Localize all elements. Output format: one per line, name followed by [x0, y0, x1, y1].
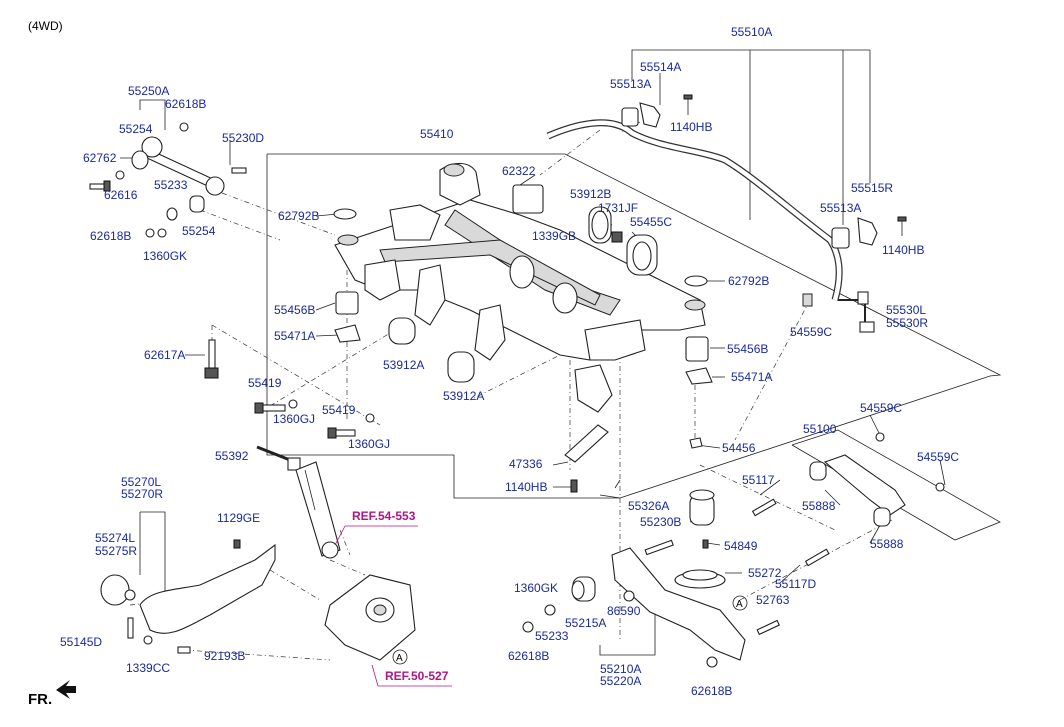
part-label: 55210A — [600, 662, 641, 676]
part-label: 55272 — [748, 566, 782, 580]
part-label: 55230D — [222, 131, 264, 145]
part-label: 1360GK — [514, 581, 558, 595]
part-label: 55392 — [215, 449, 249, 463]
trailing-arm — [100, 539, 276, 654]
part-label: 1360GK — [143, 249, 187, 263]
labels: (4WD) 55250A 62618B 55254 55230D 62762 6… — [28, 19, 959, 708]
part-label: 55513A — [820, 201, 861, 215]
front-arrow-icon — [56, 680, 76, 699]
part-label: 55514A — [640, 60, 681, 74]
lateral-link-55100 — [751, 432, 945, 567]
variant-label: (4WD) — [28, 19, 63, 33]
part-label: 62762 — [83, 151, 117, 165]
rear-subframe — [334, 162, 706, 413]
part-label: 55419 — [322, 403, 356, 417]
part-label: 1140HB — [505, 480, 547, 494]
shock-absorber — [256, 445, 341, 559]
part-label: 53912B — [570, 187, 611, 201]
upper-arm-55250A — [89, 122, 247, 238]
part-label: 86590 — [607, 604, 641, 618]
part-label: 54559C — [790, 325, 832, 339]
part-label: 55510A — [731, 25, 772, 39]
part-label: 55888 — [802, 499, 836, 513]
part-label: 55515R — [851, 181, 893, 195]
part-label: 62618B — [691, 684, 732, 698]
part-label: 54456 — [722, 441, 756, 455]
part-label: 62618B — [508, 649, 549, 663]
part-label: 55513A — [610, 77, 651, 91]
part-label: 55274L — [95, 531, 135, 545]
knuckle — [324, 574, 416, 661]
part-label: 54849 — [724, 539, 758, 553]
part-label: 47336 — [509, 457, 543, 471]
part-label: 1731JF — [598, 201, 638, 215]
part-label: 54559C — [917, 450, 959, 464]
part-label: 55419 — [248, 376, 282, 390]
part-label: 55471A — [274, 329, 315, 343]
part-label: 1339CC — [126, 661, 170, 675]
part-label: 55250A — [128, 84, 169, 98]
part-label: 55410 — [420, 127, 454, 141]
part-label: 55530R — [886, 316, 928, 330]
part-label: 55888 — [870, 537, 904, 551]
part-label: 1360GJ — [273, 412, 315, 426]
part-label: 1339GB — [532, 229, 576, 243]
part-label: 62618B — [165, 97, 206, 111]
part-label: 92193B — [204, 649, 245, 663]
part-label: 55233 — [535, 629, 569, 643]
front-direction-label: FR. — [28, 691, 52, 708]
part-label: 55471A — [731, 370, 772, 384]
part-label: 55456B — [727, 342, 768, 356]
part-label: 1140HB — [882, 243, 924, 257]
part-label: 1129GE — [217, 511, 260, 525]
part-label: 53912A — [443, 389, 484, 403]
part-label: 55233 — [154, 178, 188, 192]
part-label: 53912A — [383, 358, 424, 372]
part-label: 55326A — [628, 499, 669, 513]
part-label: 55275R — [95, 544, 137, 558]
circle-marker-a: A — [396, 653, 403, 664]
part-label: 62792B — [278, 209, 319, 223]
part-label: 1360GJ — [348, 437, 390, 451]
part-label: 55270L — [121, 475, 161, 489]
ref-label-bottom[interactable]: REF.50-527 — [385, 669, 449, 683]
stabilizer-link — [802, 291, 875, 333]
stabilizer-bar — [546, 94, 907, 301]
part-label: 55270R — [121, 487, 163, 501]
part-label: 55254 — [119, 122, 153, 136]
part-label: 55254 — [182, 224, 216, 238]
lower-arm-55210A — [522, 489, 780, 668]
subframe-bolts — [204, 339, 375, 439]
part-label: 62792B — [728, 274, 769, 288]
part-label: 55456B — [274, 303, 315, 317]
part-label: 55220A — [600, 674, 641, 688]
part-label: 55530L — [886, 303, 926, 317]
part-label: 54559C — [860, 401, 902, 415]
bracket-47336 — [564, 424, 609, 493]
part-label: 1140HB — [670, 120, 712, 134]
part-label: 55215A — [565, 616, 606, 630]
part-label: 55117D — [775, 577, 816, 591]
subframe-bushings — [333, 184, 713, 449]
part-label: 55455C — [630, 215, 672, 229]
part-label: 62322 — [502, 164, 536, 178]
part-label: 62618B — [90, 229, 131, 243]
part-label: 55117 — [742, 473, 775, 487]
circle-marker-a: A — [736, 599, 743, 610]
part-label: 55145D — [60, 635, 102, 649]
part-label: 52763 — [756, 593, 790, 607]
part-label: 62616 — [104, 188, 138, 202]
part-label: 55230B — [640, 515, 681, 529]
part-label: 62617A — [144, 348, 185, 362]
part-label: 55100 — [803, 422, 837, 436]
ref-label-top[interactable]: REF.54-553 — [352, 509, 416, 523]
